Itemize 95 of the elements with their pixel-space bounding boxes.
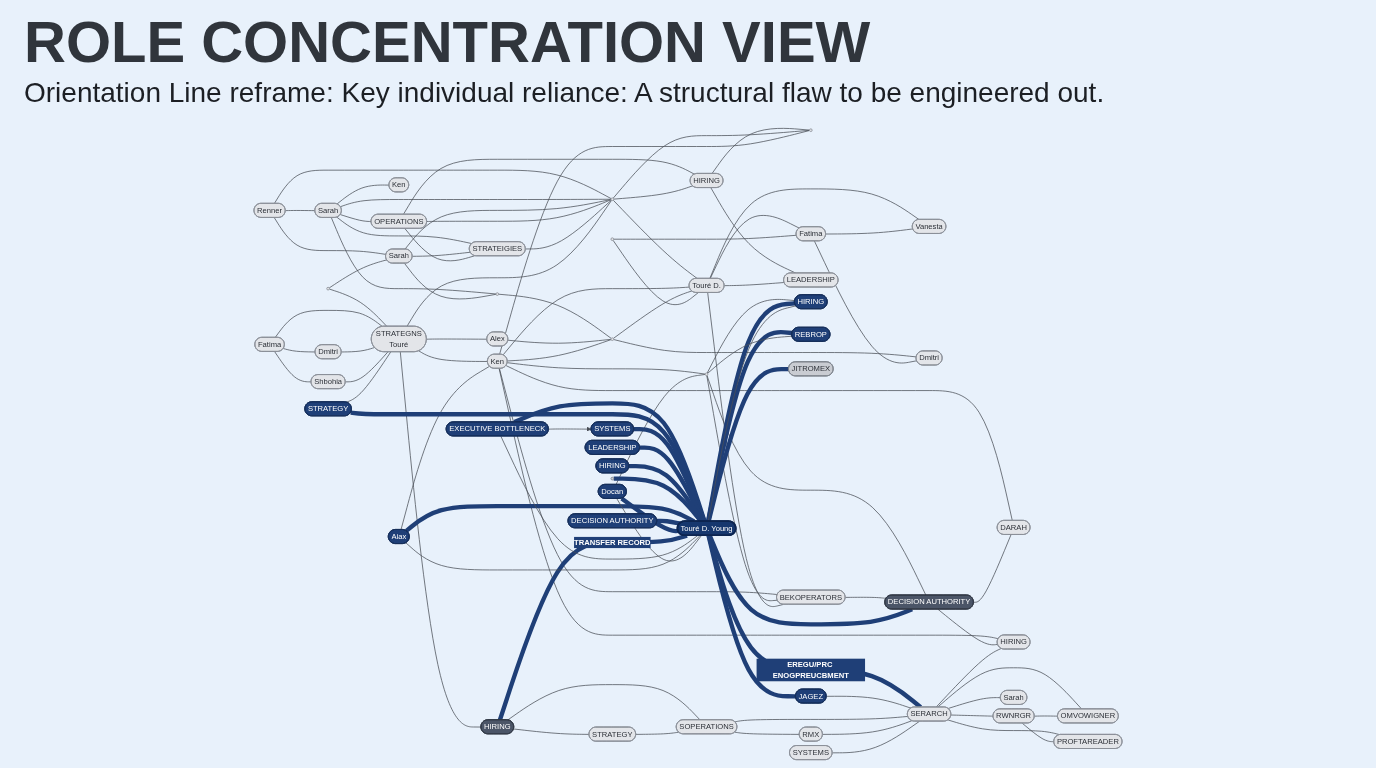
connector (507, 338, 612, 344)
connector (340, 214, 372, 222)
connector (350, 410, 707, 523)
connector (499, 368, 778, 595)
connector (406, 200, 612, 327)
connector (950, 714, 994, 717)
connector (814, 240, 918, 364)
connector (285, 210, 316, 212)
connector (635, 731, 680, 735)
connector (499, 130, 810, 355)
connector (404, 199, 612, 250)
connector (937, 667, 1083, 710)
connector (845, 596, 887, 599)
connector (497, 533, 688, 721)
connector (706, 534, 923, 709)
connector (328, 259, 388, 289)
connector (404, 263, 497, 300)
connector (825, 228, 914, 235)
connector (822, 720, 913, 735)
connector (341, 347, 375, 353)
connector (405, 535, 701, 571)
connector (612, 239, 699, 306)
connector (935, 648, 1002, 708)
connector (973, 534, 1012, 603)
connector (346, 351, 392, 403)
connector (404, 228, 476, 262)
connector (706, 375, 778, 602)
connector (947, 697, 1001, 709)
connector (336, 216, 473, 244)
title: ROLE CONCENTRATION VIEW (24, 10, 871, 74)
connector (613, 339, 917, 358)
connector (707, 335, 793, 374)
connector (399, 351, 482, 728)
connector (1021, 722, 1055, 743)
connector (734, 731, 800, 735)
node-circle (809, 128, 813, 132)
connector (500, 435, 698, 560)
connector (612, 129, 810, 199)
connector (412, 251, 471, 257)
connector (426, 338, 488, 340)
connector (507, 684, 701, 721)
connector (612, 199, 698, 279)
connector (502, 286, 690, 356)
connector (706, 366, 789, 522)
connector (723, 282, 785, 287)
connector (706, 329, 793, 522)
connector (656, 518, 681, 526)
connector (345, 351, 389, 383)
connector (710, 187, 797, 274)
connector (937, 609, 999, 646)
subtitle: Orientation Line reframe: Key individual reliance: A structural flaw to be engineered out. (24, 76, 1105, 110)
connector (620, 496, 679, 534)
connector (336, 184, 390, 205)
connector (418, 350, 489, 362)
connector (1034, 715, 1059, 717)
connector (329, 288, 388, 327)
connector (709, 188, 920, 279)
node-circle (610, 476, 615, 481)
connector (426, 199, 612, 222)
connector (832, 720, 920, 754)
connector (405, 503, 696, 533)
connector (525, 199, 612, 250)
node-circle (610, 237, 615, 241)
connector (498, 293, 612, 339)
connector (513, 401, 707, 523)
connector (613, 290, 693, 339)
node-circle (610, 197, 615, 201)
connector (826, 695, 912, 709)
connector (947, 719, 1061, 736)
connector (273, 169, 612, 204)
connector (711, 127, 810, 175)
connector (706, 299, 796, 374)
connector (613, 234, 797, 240)
connector (331, 217, 497, 295)
connector (507, 339, 612, 362)
node-circle (495, 292, 500, 296)
connector (734, 716, 909, 723)
connector (273, 217, 387, 255)
connector (400, 365, 490, 531)
connector (274, 310, 383, 338)
connector (706, 535, 796, 699)
connector (513, 728, 590, 735)
connector (506, 362, 706, 375)
connector (274, 351, 312, 383)
connector (707, 292, 784, 607)
connector (613, 185, 693, 200)
connector (498, 368, 999, 640)
connector (709, 215, 800, 279)
connector (283, 348, 316, 353)
connector (505, 365, 1013, 521)
connector (706, 375, 927, 596)
node-circle (326, 286, 330, 291)
node-circle (610, 337, 615, 341)
node-circle (704, 372, 709, 377)
connector (403, 158, 695, 215)
